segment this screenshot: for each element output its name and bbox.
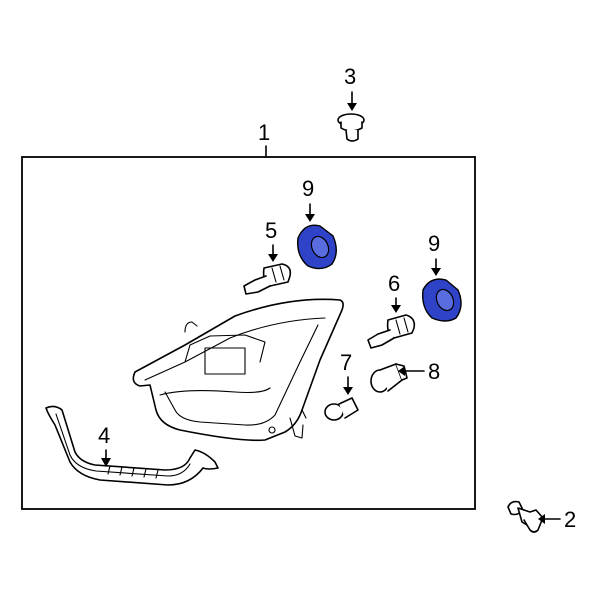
callout-2-label: 2: [564, 507, 576, 532]
assembly-frame: [21, 156, 476, 510]
callout-9a-label: 9: [302, 176, 314, 201]
callout-1[interactable]: 1: [258, 120, 270, 158]
callout-1-label: 1: [258, 120, 270, 145]
callout-3-label: 3: [344, 64, 356, 89]
headlamp-housing: [132, 298, 344, 442]
callout-4-label: 4: [98, 423, 110, 448]
part-5-bulb[interactable]: 5: [243, 218, 292, 295]
callout-7-label: 7: [340, 350, 352, 375]
callout-8-label: 8: [428, 359, 440, 384]
part-9-seal-left[interactable]: 9: [297, 176, 337, 270]
callout-5-label: 5: [265, 218, 277, 243]
part-6-bulb[interactable]: 6: [367, 271, 416, 349]
part-4-trim[interactable]: 4: [45, 405, 219, 486]
part-8-socket[interactable]: 8: [370, 359, 440, 393]
part-2-screw[interactable]: 2: [507, 500, 576, 533]
part-3-screw[interactable]: 3: [337, 64, 365, 142]
part-7-bulb[interactable]: 7: [324, 350, 359, 421]
part-9-seal-right[interactable]: 9: [422, 231, 462, 322]
callout-6-label: 6: [388, 271, 400, 296]
callout-9b-label: 9: [428, 231, 440, 256]
